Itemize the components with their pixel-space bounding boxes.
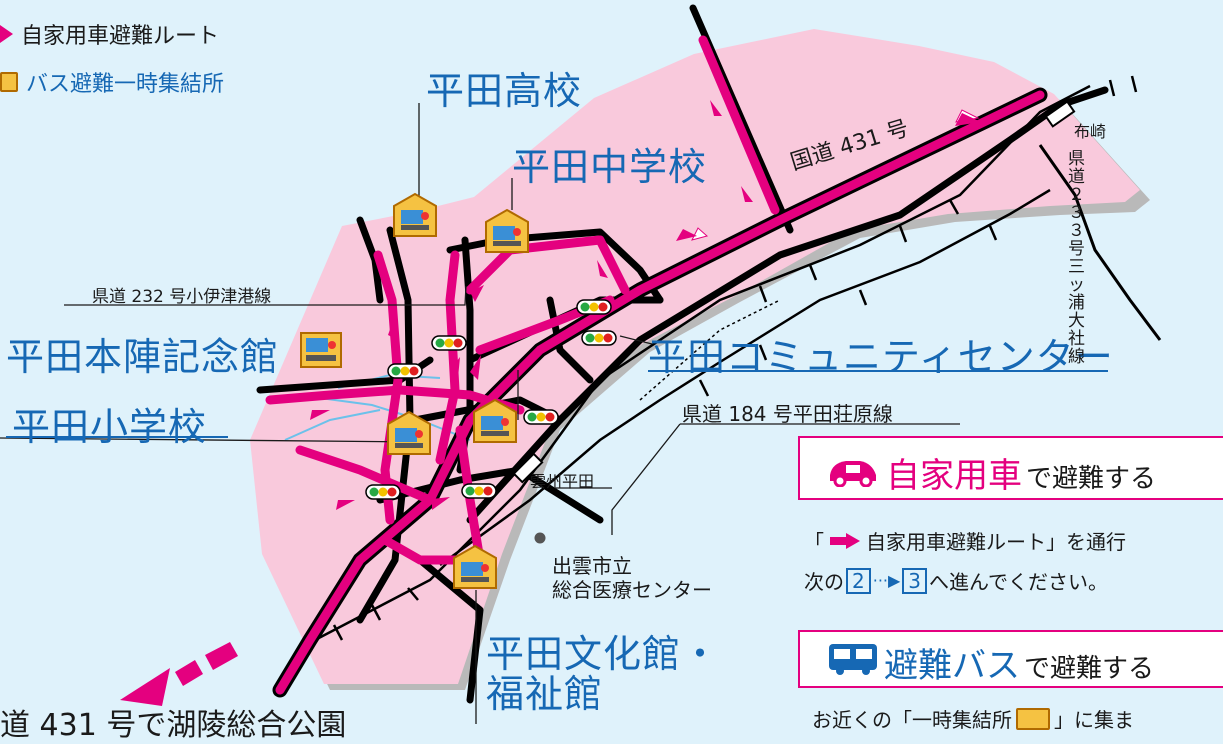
car-evac-desc-1: 「 自家用車避難ルート」を通行 [804,530,1126,554]
pink-arrow-icon [830,532,860,549]
evacuation-map [0,4,1162,724]
bus-evac-title: 避難バス で避難する [826,638,1154,687]
exit-arrow [120,642,238,706]
bus-stop-icon [386,410,432,456]
river [284,409,381,441]
label-bottom-route: 道 431 号で湖陵総合公園 [0,708,347,743]
pref-road-233 [1038,144,1162,341]
label-pref-233: 県道２３３号三ッ浦大社線 [1068,149,1085,367]
bus-stop-icon [1016,707,1050,730]
station-unshu-hirata [512,452,544,484]
legend-bus-point: バス避難一時集結所 [0,66,224,98]
label-hirata-high: 平田高校 [426,69,583,113]
bus-stop-icon [300,332,342,368]
bus-evac-desc: お近くの「一時集結所 」に集ま [812,707,1134,732]
bus-icon [826,641,880,677]
car-evac-desc-2: 次の 2 ···▶ 3 へ進んでください。 [804,567,1109,594]
traffic-lights [365,299,617,500]
label-nunozaki-station: 布崎 [1074,122,1107,141]
label-honjin-museum: 平田本陣記念館 [6,335,280,379]
bus-stop-icon [0,72,18,92]
dotted-arrow-icon: ···▶ [872,571,901,590]
label-bunka-hall: 平田文化館・ 福祉館 [486,632,721,716]
label-community-center: 平田コミュニティセンター [648,335,1114,379]
legend-car-route: 自家用車避難ルート [0,18,219,50]
label-pref-232: 県道 232 号小伊津港線 [92,287,272,307]
hospital-marker [534,532,546,544]
bus-stop-icon [484,208,530,254]
label-hirata-junior-high: 平田中学校 [512,145,708,189]
bus-stop-icon [452,544,498,590]
label-unshu-hirata-station: 雲州平田 [530,472,595,491]
label-hospital: 出雲市立 総合医療センター [552,554,712,602]
station-nunozaki [1044,100,1076,128]
car-icon [824,453,882,488]
label-pref-184: 県道 184 号平田荘原線 [682,402,893,426]
underline [6,436,228,438]
pink-arrow-icon [0,25,13,43]
bus-stop-icon [392,192,438,238]
underline [648,370,1108,372]
car-evac-title: 自家用車 で避難する [824,448,1156,497]
label-hirata-elementary: 平田小学校 [12,405,208,449]
bus-stop-icon [472,398,518,444]
